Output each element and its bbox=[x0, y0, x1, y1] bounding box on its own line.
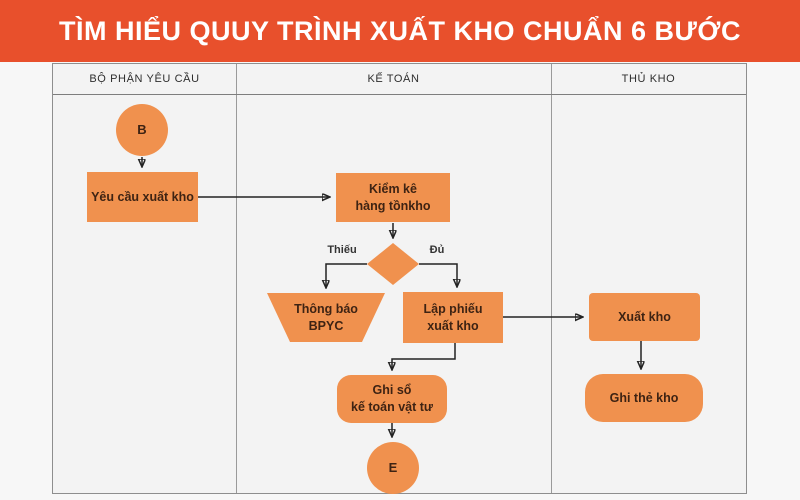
lane-header-accounting: KẾ TOÁN bbox=[367, 73, 420, 85]
node-inventory-check-line2: hàng tồnkho bbox=[355, 198, 431, 213]
node-inventory-check: Kiểm kê hàng tồnkho bbox=[336, 173, 450, 222]
node-notify-line1: Thông báo bbox=[294, 301, 358, 316]
lane-header-requesting-dept: BỘ PHẬN YÊU CẦU bbox=[89, 73, 200, 85]
node-start-label: B bbox=[137, 122, 147, 138]
node-record-book-line2: kế toán vật tư bbox=[351, 400, 433, 414]
node-create-export-slip: Lập phiếu xuất kho bbox=[403, 292, 503, 343]
node-create-slip-line1: Lập phiếu bbox=[423, 301, 483, 316]
lane-divider-2 bbox=[551, 64, 552, 493]
node-record-warehouse-card-label: Ghi thẻ kho bbox=[609, 390, 679, 405]
node-end-label: E bbox=[388, 460, 398, 476]
node-inventory-check-line1: Kiểm kê bbox=[369, 181, 417, 196]
node-record-warehouse-card: Ghi thẻ kho bbox=[585, 374, 703, 422]
lane-header-row: BỘ PHẬN YÊU CẦU KẾ TOÁN THỦ KHO bbox=[53, 64, 746, 95]
node-record-book-line1: Ghi sổ bbox=[372, 383, 412, 398]
node-export-goods-label: Xuất kho bbox=[618, 309, 671, 324]
node-create-slip-line2: xuất kho bbox=[427, 318, 479, 333]
node-export-request-label: Yêu cầu xuất kho bbox=[91, 189, 194, 204]
node-record-accounting-book: Ghi sổ kế toán vật tư bbox=[337, 375, 447, 423]
node-start-circle: B bbox=[116, 104, 168, 156]
lane-divider-1 bbox=[236, 64, 237, 493]
branch-label-sufficient: Đủ bbox=[429, 244, 445, 256]
node-end-circle: E bbox=[367, 442, 419, 494]
lane-header-warehouse-keeper: THỦ KHO bbox=[621, 73, 676, 85]
node-notify-requesting-dept: Thông báo BPYC bbox=[267, 293, 385, 342]
node-export-goods: Xuất kho bbox=[589, 293, 700, 341]
node-notify-line2: BPYC bbox=[308, 318, 344, 333]
branch-label-insufficient: Thiếu bbox=[327, 244, 357, 256]
title-banner: TÌM HIỂU QUUY TRÌNH XUẤT KHO CHUẨN 6 BƯỚ… bbox=[0, 0, 800, 62]
page-title: TÌM HIỂU QUUY TRÌNH XUẤT KHO CHUẨN 6 BƯỚ… bbox=[59, 15, 741, 46]
node-export-request: Yêu cầu xuất kho bbox=[87, 172, 198, 222]
